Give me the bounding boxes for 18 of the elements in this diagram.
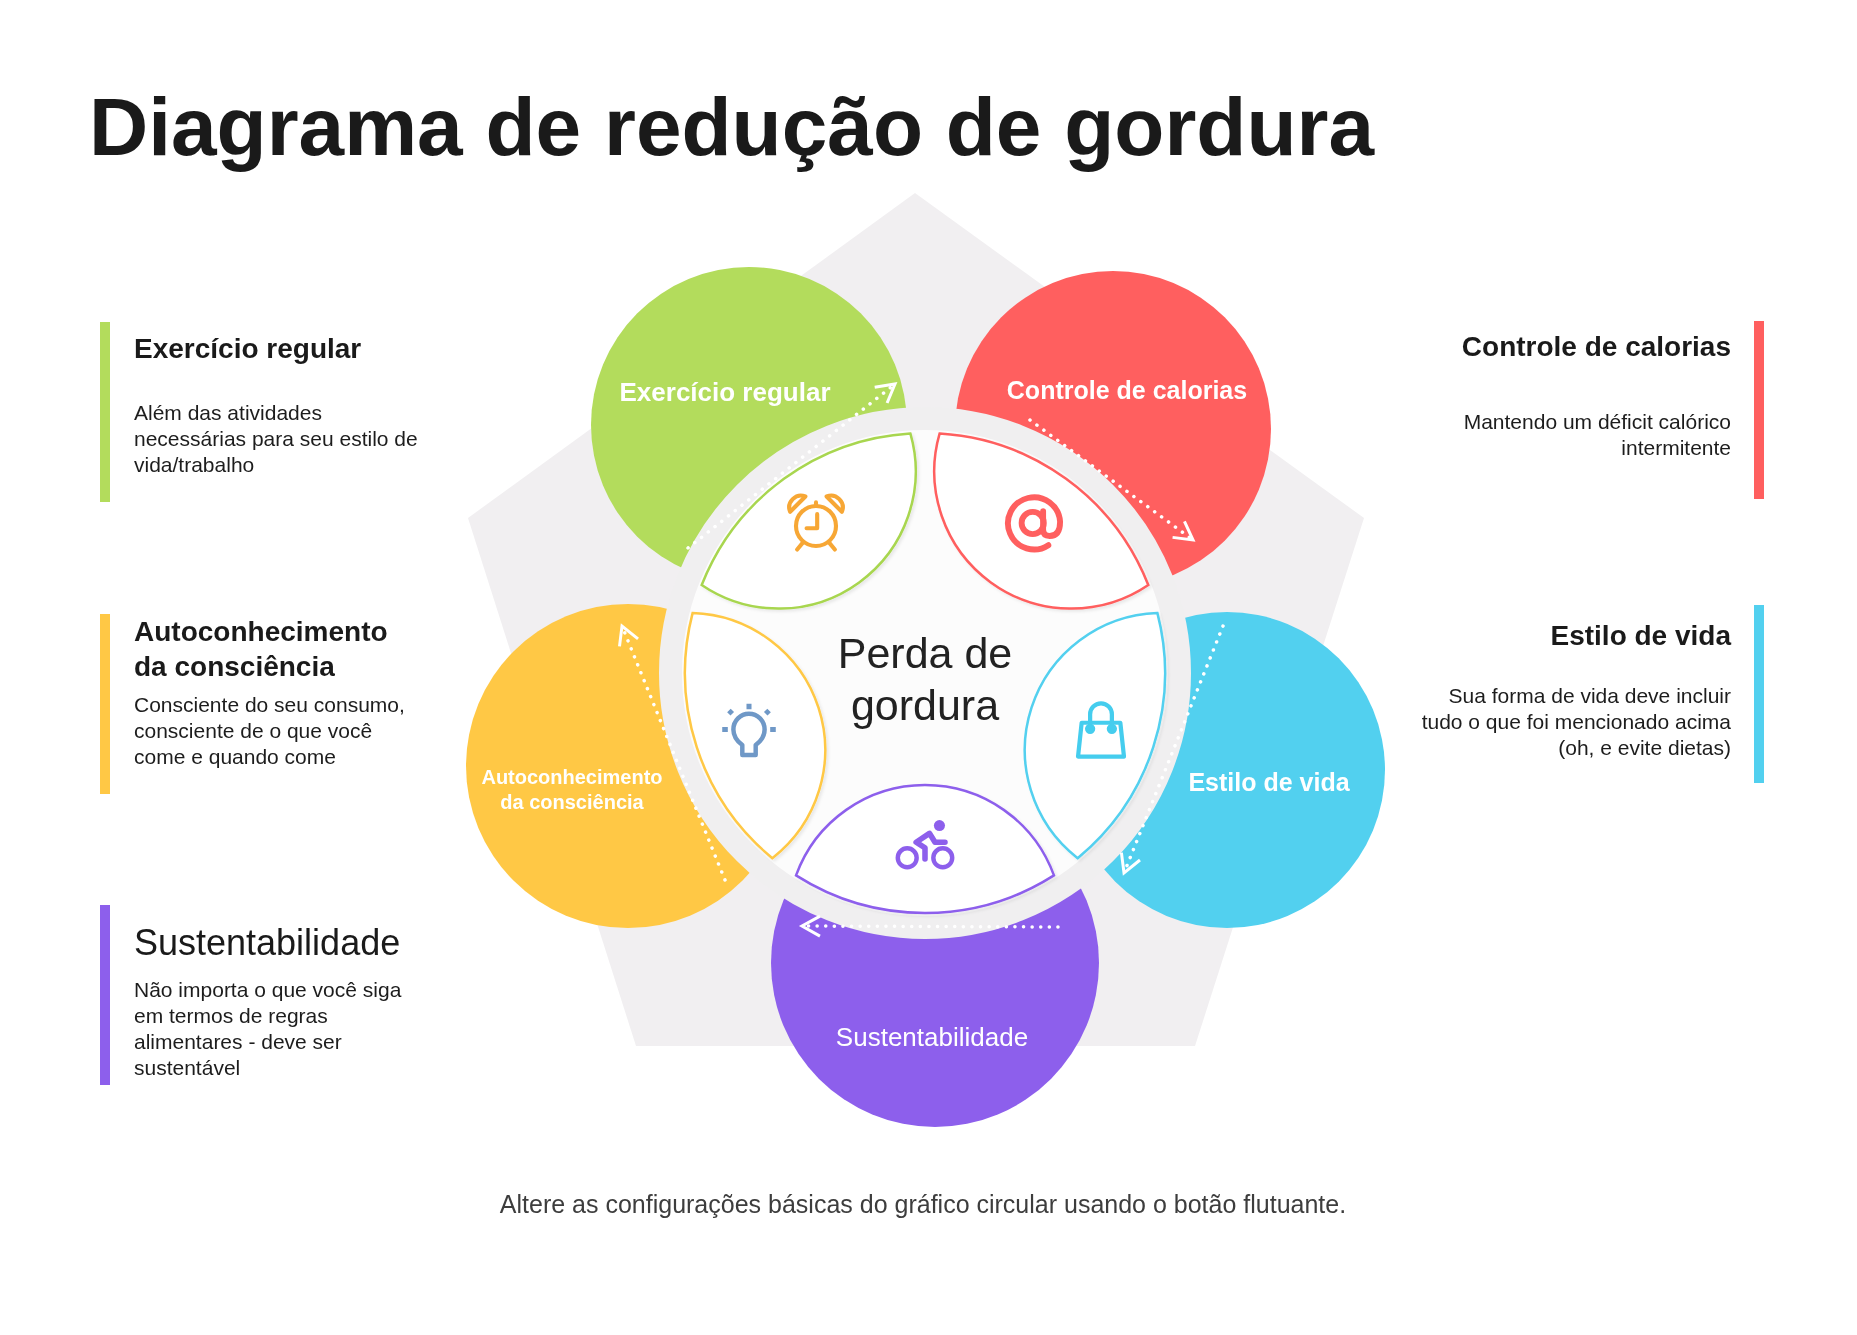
panel-text: Não importa o que você siga em termos de regras alimentares - deve ser sustentável xyxy=(134,977,403,1081)
panel-heading: Autoconhecimento da consciência xyxy=(134,615,389,684)
panel-text: Além das atividades necessárias para seu estilo de vida/trabalho xyxy=(134,400,419,478)
panel-text: Sua forma de vida deve incluir tudo o que foi mencionado acima (oh, e evite dietas) xyxy=(1421,683,1731,761)
circle-label: Exercício regular xyxy=(619,375,831,409)
circle-label: Autoconhecimento da consciência xyxy=(480,765,664,815)
circle-label: Controle de calorias xyxy=(1006,374,1248,406)
panel-text: Mantendo um déficit calórico intermitente xyxy=(1462,409,1731,461)
panel-heading: Controle de calorias xyxy=(1461,330,1731,364)
diagram-title: Diagrama de redução de gordura xyxy=(89,80,1374,174)
panel-heading: Estilo de vida xyxy=(1550,619,1731,653)
caption-text: Altere as configurações básicas do gráfico circular usando o botão flutuante. xyxy=(499,1189,1347,1219)
center-label: Perda de gordura xyxy=(836,628,1014,731)
panel-heading: Exercício regular xyxy=(134,332,362,366)
panel-heading: Sustentabilidade xyxy=(134,922,401,964)
circle-label: Sustentabilidade xyxy=(835,1020,1029,1054)
panel-text: Consciente do seu consumo, consciente de o que você come e quando come xyxy=(134,692,406,770)
circle-label: Estilo de vida xyxy=(1188,766,1350,798)
